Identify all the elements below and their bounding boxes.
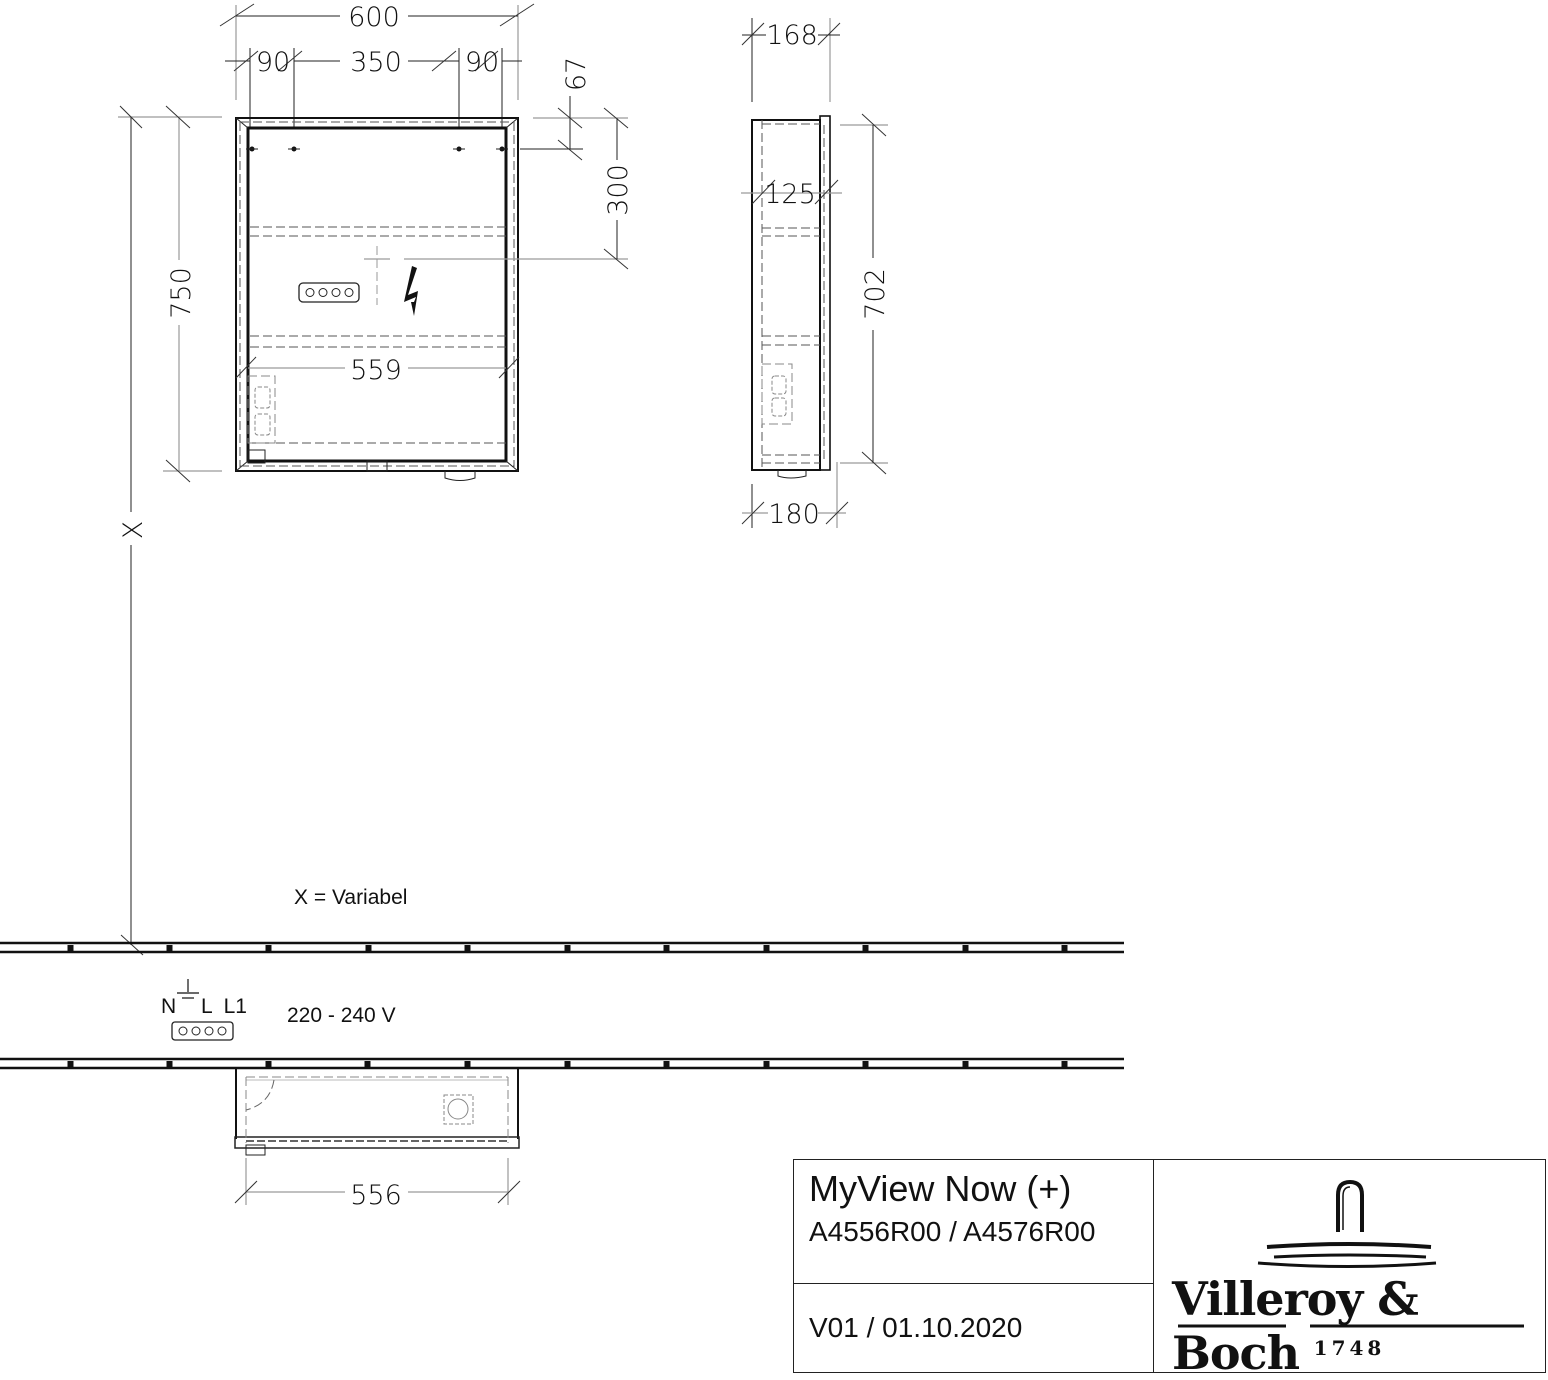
title-block-info: MyView Now (+) A4556R00 / A4576R00 V01 /…: [794, 1160, 1154, 1372]
top-view: [234, 1068, 521, 1205]
terminal-label-l-l1: L L1: [201, 995, 247, 1018]
terminal-label-n: N: [161, 995, 176, 1018]
dim-depth-bottom: 180: [768, 499, 820, 530]
socket-strip-icon: [298, 282, 360, 303]
variable-note: X = Variabel: [294, 886, 407, 909]
dim-depth-top: 168: [766, 20, 818, 51]
dim-left-offset: 90: [256, 47, 290, 78]
dim-overall-width: 600: [348, 2, 400, 33]
version-date: V01 / 01.10.2020: [809, 1312, 1023, 1343]
brand-logo: Villeroy & Boch 1748: [1154, 1160, 1545, 1380]
product-name: MyView Now (+): [809, 1168, 1072, 1209]
dim-inner-depth: 125: [764, 179, 816, 210]
voltage-label: 220 - 240 V: [287, 1004, 396, 1027]
dim-overall-height: 750: [166, 267, 197, 319]
dim-top-offset: 67: [561, 57, 592, 91]
lightning-bolt-icon: [404, 266, 418, 316]
dim-right-offset: 90: [465, 47, 499, 78]
dim-top-inner-width: 556: [350, 1180, 402, 1211]
mounting-points: [246, 146, 508, 152]
article-codes: A4556R00 / A4576R00: [809, 1216, 1096, 1247]
brand-year: 1748: [1313, 1336, 1386, 1360]
fountain-logo-icon: [1178, 1179, 1524, 1328]
brand-name: Villeroy & Boch: [1172, 1272, 1419, 1380]
dim-inner-width: 559: [350, 355, 402, 386]
dim-socket-height: 300: [603, 164, 634, 216]
dim-mount-height-x: X: [118, 521, 149, 540]
wall-tiles-lower: [0, 1057, 1124, 1070]
terminal-block-icon: [171, 979, 234, 1041]
dim-inner-height: 702: [860, 268, 891, 320]
side-view: [741, 18, 888, 528]
title-block: MyView Now (+) A4556R00 / A4576R00 V01 /…: [793, 1159, 1546, 1380]
front-view: [118, 3, 629, 956]
title-block-product: MyView Now (+) A4556R00 / A4576R00: [794, 1160, 1153, 1284]
dim-center-span: 350: [350, 47, 402, 78]
wall-tiles-upper: [0, 941, 1124, 954]
